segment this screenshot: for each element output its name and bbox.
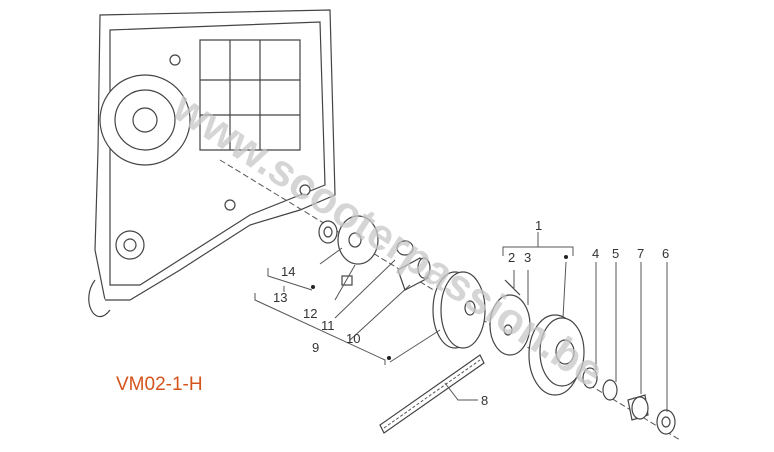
nut-6 (656, 409, 676, 435)
bushing-7 (627, 394, 649, 421)
diagram-code: VM02-1-H (116, 374, 203, 395)
callout-2: 2 (508, 250, 515, 265)
callout-13: 13 (273, 290, 287, 305)
callout-7: 7 (637, 246, 644, 261)
pin-2 (504, 279, 521, 296)
fan-pulley (528, 314, 585, 396)
callout-3: 3 (524, 250, 531, 265)
callout-11: 11 (321, 318, 335, 333)
spacer-10 (397, 257, 431, 291)
plate-3 (489, 294, 531, 356)
callout-10: 10 (346, 331, 360, 346)
callout-8: 8 (481, 393, 488, 408)
washer-14 (318, 220, 338, 244)
callout-leaders (254, 232, 668, 412)
washer-5 (602, 379, 618, 401)
callout-4: 4 (592, 246, 599, 261)
callout-12: 12 (303, 306, 317, 321)
washer-4 (582, 367, 598, 389)
roller-ramp-plate (337, 215, 379, 265)
callout-1: 1 (535, 218, 542, 233)
slider-12 (341, 275, 353, 286)
callout-9: 9 (312, 340, 319, 355)
watermark: www.scooterpassion.be (164, 82, 613, 397)
belt-8 (379, 354, 485, 434)
bushing-11 (396, 240, 414, 256)
callout-6: 6 (662, 246, 669, 261)
pulley-half-fixed (432, 271, 486, 349)
callout-14: 14 (281, 264, 295, 279)
crankcase (88, 9, 336, 318)
callout-5: 5 (612, 246, 619, 261)
